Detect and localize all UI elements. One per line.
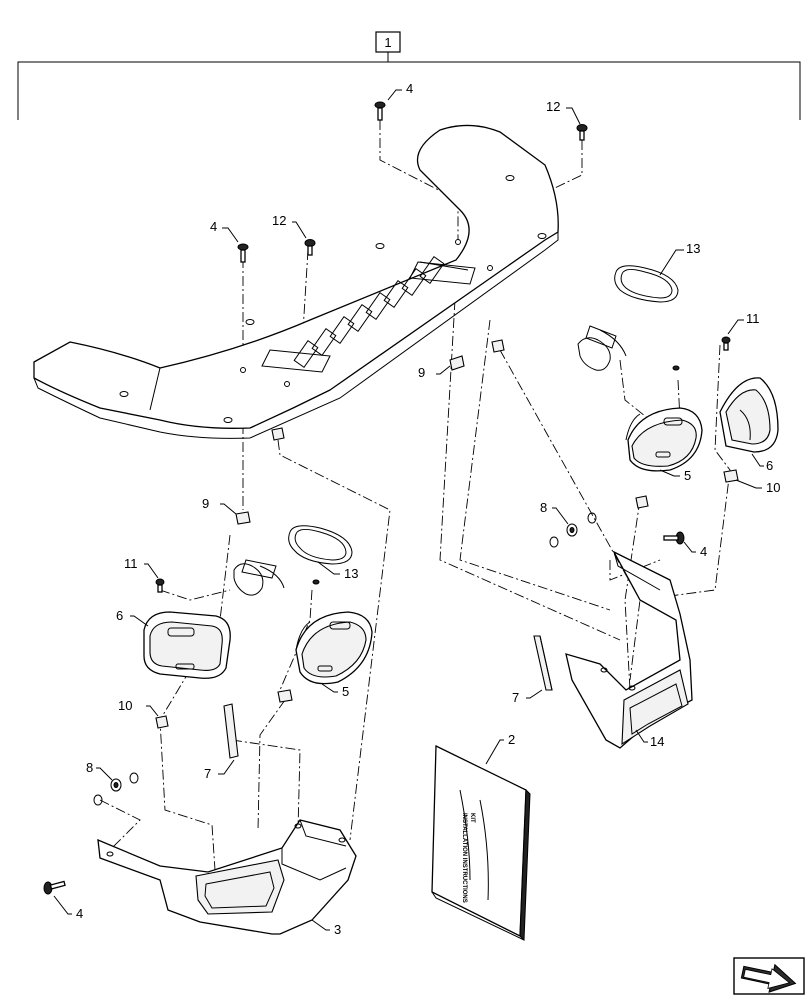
- callout-3: 3: [334, 922, 341, 937]
- clip-10-right: [723, 469, 739, 483]
- bolts: [43, 101, 731, 895]
- callout-13-left: 13: [344, 566, 358, 581]
- screw-12-top: [576, 124, 588, 141]
- assembly-bracket: 1: [17, 31, 801, 120]
- callout-6-left: 6: [116, 608, 123, 623]
- callout-4-bottom: 4: [76, 906, 83, 921]
- callout-11-left: 11: [124, 556, 138, 571]
- screw-11-right: [721, 336, 731, 351]
- gaskets: [288, 265, 679, 565]
- assembly-label: 1: [384, 35, 391, 50]
- callout-7-right: 7: [512, 690, 519, 705]
- callout-4-top: 4: [406, 81, 413, 96]
- callout-2: 2: [508, 732, 515, 747]
- lamp-6-right: [719, 377, 779, 453]
- callout-12-top: 12: [546, 99, 560, 114]
- callout-13-right: 13: [686, 241, 700, 256]
- lamp-6-left: [143, 611, 231, 679]
- top-panel: [33, 124, 559, 439]
- callout-7-left: 7: [204, 766, 211, 781]
- strip-7-right: [533, 635, 553, 691]
- callout-12-left: 12: [272, 213, 286, 228]
- callout-4-left: 4: [210, 219, 217, 234]
- assembly-lines: [99, 120, 731, 871]
- callout-10-left: 10: [118, 698, 132, 713]
- bolt-4-bottom: [43, 880, 66, 895]
- callout-14: 14: [650, 734, 664, 749]
- bolt-4-left: [237, 243, 249, 263]
- next-page-arrow-icon[interactable]: [733, 957, 805, 997]
- bolt-4-top: [374, 101, 386, 121]
- lamps: [143, 365, 779, 685]
- clip-9-left: [235, 511, 251, 525]
- clips: [155, 339, 739, 729]
- clip-10-left: [155, 715, 169, 729]
- bolt-4-right: [663, 531, 685, 545]
- callout-5-left: 5: [342, 684, 349, 699]
- lamp-5-left: [295, 579, 373, 685]
- clip-9-right: [449, 355, 465, 371]
- callout-5-right: 5: [684, 468, 691, 483]
- booklet-kit-text: KIT: [469, 813, 475, 823]
- seal-strips: [223, 635, 553, 759]
- screw-11-left: [155, 578, 165, 593]
- callout-11-right: 11: [746, 311, 760, 326]
- callout-8-right: 8: [540, 500, 547, 515]
- callouts: 4 12 4 12 13 11 9 6 5 10 8 4 9 11 13 6 5: [53, 81, 780, 937]
- strip-7-left: [223, 703, 239, 759]
- lamp-5-right: [625, 365, 703, 472]
- booklet-title-text: INSTALLATION INSTRUCTIONS: [461, 813, 467, 903]
- screw-12-left: [304, 239, 316, 256]
- callout-9-left: 9: [202, 496, 209, 511]
- callout-10-right: 10: [766, 480, 780, 495]
- callout-8-left: 8: [86, 760, 93, 775]
- instruction-booklet: KIT INSTALLATION INSTRUCTIONS: [431, 744, 531, 942]
- bracket-14: [565, 550, 693, 749]
- callout-9-right: 9: [418, 365, 425, 380]
- bracket-3: [97, 819, 357, 935]
- callout-4-right: 4: [700, 544, 707, 559]
- harness-connectors: [233, 325, 627, 596]
- washers: [93, 512, 597, 806]
- panel-slots: [261, 256, 476, 373]
- callout-6-right: 6: [766, 458, 773, 473]
